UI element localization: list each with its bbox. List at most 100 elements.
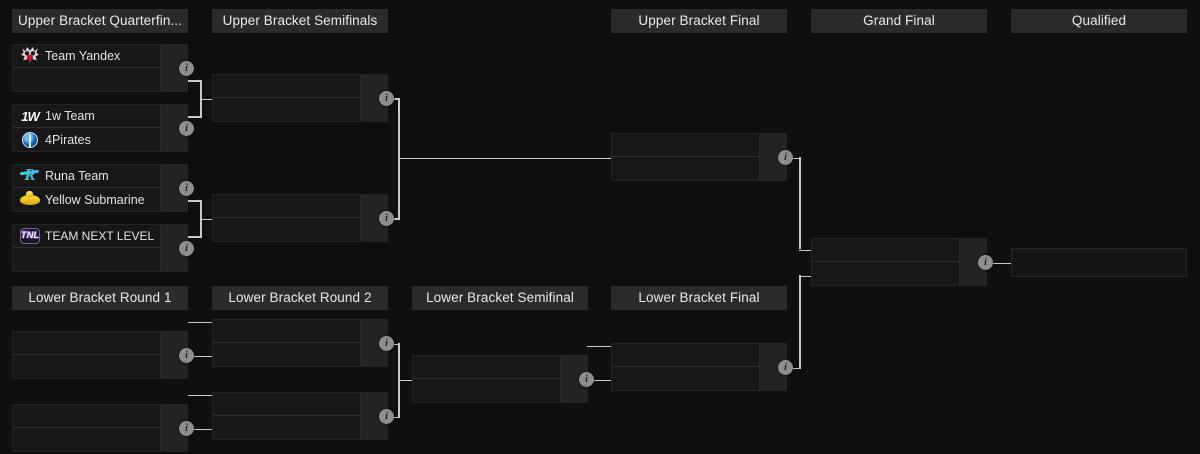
- connector-line: [188, 200, 202, 202]
- match-row-top[interactable]: [612, 134, 760, 157]
- connector-line: [188, 116, 202, 118]
- match-lb-final[interactable]: i: [611, 343, 793, 391]
- match-row-bottom[interactable]: [413, 379, 561, 402]
- connector-line: [188, 428, 212, 430]
- round-header-upper-bracket-quarterfinals: Upper Bracket Quarterfin...: [12, 9, 188, 33]
- team-logo-team-next-level: [19, 225, 41, 247]
- match-row-top[interactable]: [13, 332, 161, 355]
- match-row-top[interactable]: [213, 320, 361, 343]
- match-row-top[interactable]: [213, 393, 361, 416]
- connector-line: [200, 98, 212, 100]
- team-name: 1w Team: [45, 109, 95, 123]
- team-logo-1w-team: [19, 105, 41, 127]
- round-header-grand-final: Grand Final: [811, 9, 987, 33]
- connector-line: [398, 98, 400, 159]
- connector-line: [587, 345, 611, 347]
- match-ub-sf-1[interactable]: i: [212, 74, 394, 122]
- match-row-top[interactable]: TEAM NEXT LEVEL: [13, 225, 161, 248]
- match-ub-sf-2[interactable]: i: [212, 194, 394, 242]
- team-name: Yellow Submarine: [45, 192, 145, 207]
- match-row-bottom[interactable]: [13, 428, 161, 451]
- team-logo-team-yandex: [19, 45, 41, 67]
- connector-line: [987, 262, 1011, 264]
- match-info-icon[interactable]: i: [179, 120, 194, 136]
- match-ub-qf-1[interactable]: Team Yandex i: [12, 44, 194, 92]
- match-info-icon[interactable]: i: [179, 420, 194, 436]
- match-info-icon[interactable]: i: [179, 180, 194, 196]
- connector-line: [799, 249, 811, 251]
- match-info-icon[interactable]: i: [778, 149, 793, 165]
- match-row-bottom[interactable]: [612, 157, 760, 180]
- qualified-row[interactable]: [1012, 249, 1186, 276]
- match-info-icon[interactable]: i: [579, 371, 594, 387]
- round-header-upper-bracket-final: Upper Bracket Final: [611, 9, 787, 33]
- match-grand-final[interactable]: i: [811, 238, 993, 286]
- match-row-bottom[interactable]: Yellow Submarine: [13, 188, 161, 211]
- score-column: [360, 320, 387, 366]
- connector-line: [388, 218, 400, 220]
- connector-line: [799, 275, 811, 277]
- match-row-bottom[interactable]: [213, 416, 361, 439]
- match-row-bottom[interactable]: [213, 343, 361, 366]
- match-info-icon[interactable]: i: [179, 60, 194, 76]
- match-row-bottom[interactable]: [13, 248, 161, 271]
- match-lb-r2-2[interactable]: i: [212, 392, 394, 440]
- match-row-bottom[interactable]: [13, 68, 161, 91]
- round-header-lower-bracket-round-1: Lower Bracket Round 1: [12, 286, 188, 310]
- match-row-top[interactable]: Team Yandex: [13, 45, 161, 68]
- match-ub-qf-4[interactable]: TEAM NEXT LEVEL i: [12, 224, 194, 272]
- team-name: Team Yandex: [45, 49, 121, 63]
- match-info-icon[interactable]: i: [179, 347, 194, 363]
- connector-line: [200, 200, 202, 219]
- match-info-icon[interactable]: i: [179, 240, 194, 256]
- match-row-top[interactable]: [612, 344, 760, 367]
- match-row-top[interactable]: 1w Team: [13, 105, 161, 128]
- match-ub-qf-3[interactable]: Runa Team Yellow Submarine i: [12, 164, 194, 212]
- match-lb-semifinal[interactable]: i: [412, 355, 594, 403]
- match-info-icon[interactable]: i: [379, 210, 394, 226]
- match-row-bottom[interactable]: [213, 98, 361, 121]
- round-header-qualified: Qualified: [1011, 9, 1187, 33]
- match-row-bottom[interactable]: [213, 218, 361, 241]
- match-lb-r2-1[interactable]: i: [212, 319, 394, 367]
- connector-line: [188, 355, 212, 357]
- team-name: Runa Team: [45, 169, 109, 183]
- match-lb-r1-1[interactable]: i: [12, 331, 194, 379]
- match-row-bottom[interactable]: 4Pirates: [13, 128, 161, 151]
- connector-line: [188, 80, 202, 82]
- team-name: TEAM NEXT LEVEL: [45, 229, 155, 243]
- connector-line: [799, 157, 801, 249]
- match-ub-final[interactable]: i: [611, 133, 793, 181]
- match-row-top[interactable]: [13, 405, 161, 428]
- match-info-icon[interactable]: i: [379, 408, 394, 424]
- connector-line: [398, 157, 611, 159]
- match-row-bottom[interactable]: [612, 367, 760, 390]
- match-row-top[interactable]: [413, 356, 561, 379]
- match-lb-r1-2[interactable]: i: [12, 404, 194, 452]
- team-logo-4pirates: [19, 129, 41, 151]
- match-row-top[interactable]: [213, 75, 361, 98]
- match-row-top[interactable]: [213, 195, 361, 218]
- connector-line: [398, 379, 412, 381]
- team-name: 4Pirates: [45, 132, 91, 147]
- connector-line: [388, 343, 400, 345]
- connector-line: [787, 367, 801, 369]
- round-header-lower-bracket-round-2: Lower Bracket Round 2: [212, 286, 388, 310]
- match-ub-qf-2[interactable]: 1w Team 4Pirates i: [12, 104, 194, 152]
- connector-line: [587, 379, 611, 381]
- connector-line: [799, 275, 801, 368]
- team-logo-runa-team: [19, 165, 41, 187]
- connector-line: [787, 157, 801, 159]
- connector-line: [388, 416, 400, 418]
- qualified-slot[interactable]: [1011, 248, 1187, 277]
- match-row-bottom[interactable]: [812, 262, 960, 285]
- match-row-top[interactable]: Runa Team: [13, 165, 161, 188]
- match-info-icon[interactable]: i: [379, 90, 394, 106]
- match-info-icon[interactable]: i: [379, 335, 394, 351]
- match-row-top[interactable]: [812, 239, 960, 262]
- match-info-icon[interactable]: i: [978, 254, 993, 270]
- match-row-bottom[interactable]: [13, 355, 161, 378]
- match-info-icon[interactable]: i: [778, 359, 793, 375]
- connector-line: [200, 218, 202, 237]
